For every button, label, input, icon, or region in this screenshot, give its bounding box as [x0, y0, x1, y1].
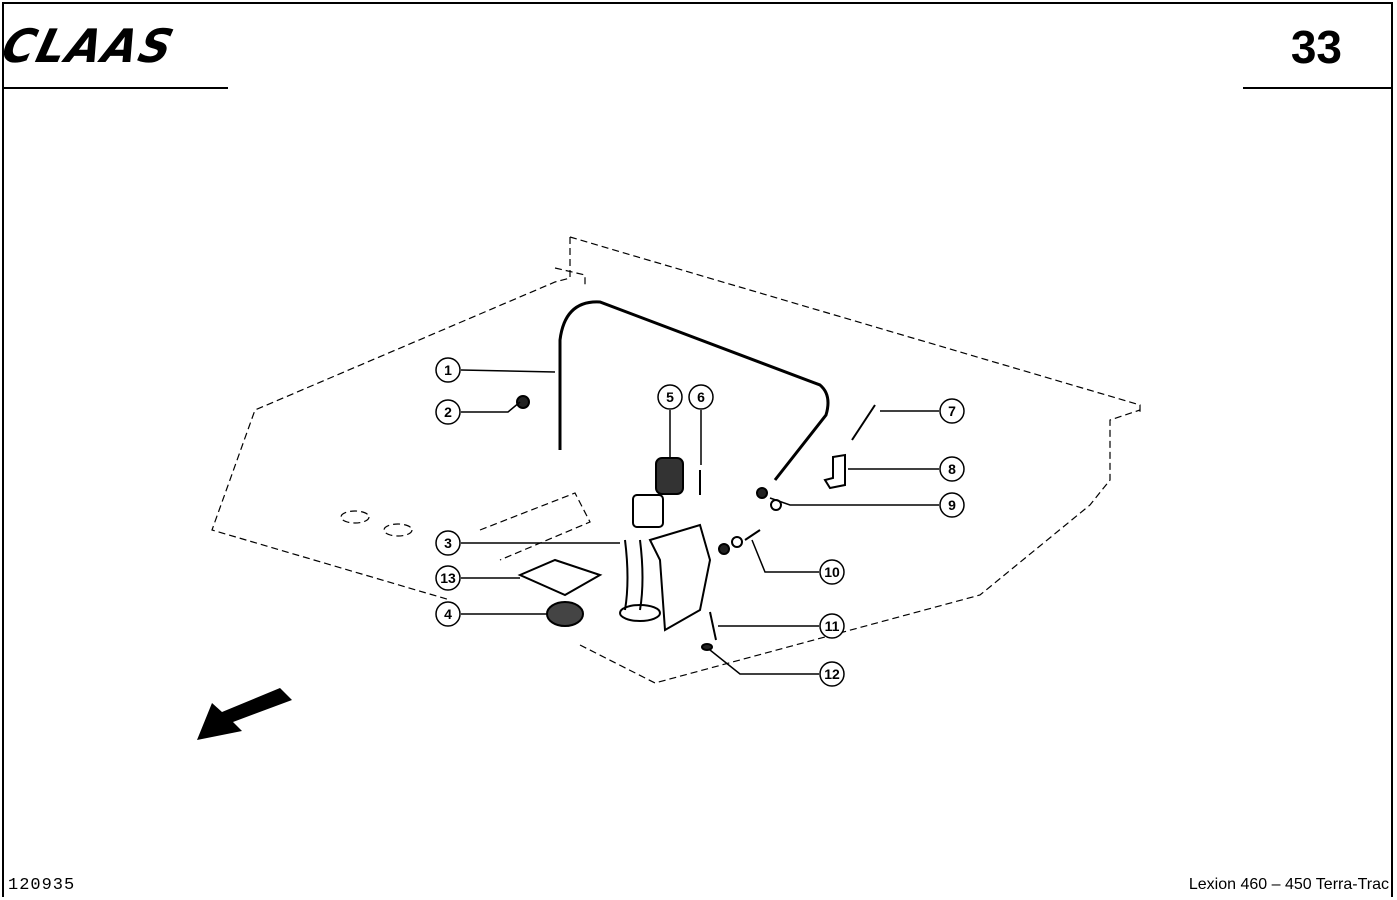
svg-text:9: 9: [948, 497, 956, 513]
callout-7: 7: [939, 398, 965, 424]
cab-floor-outline: [211, 236, 1141, 684]
callout-3: 3: [435, 530, 461, 556]
header-rule-right: [1243, 87, 1393, 89]
svg-text:5: 5: [666, 389, 674, 405]
svg-text:7: 7: [948, 403, 956, 419]
throttle-cable: [558, 300, 830, 481]
callout-2: 2: [435, 399, 461, 425]
page-number: 33: [1290, 21, 1342, 73]
callout-8: 8: [939, 456, 965, 482]
model-label: Lexion 460 – 450 Terra-Trac: [1188, 876, 1389, 893]
callout-12: 12: [819, 661, 845, 687]
svg-text:6: 6: [697, 389, 705, 405]
header-rule-left: [2, 87, 228, 89]
svg-text:12: 12: [824, 666, 840, 682]
svg-text:10: 10: [824, 564, 840, 580]
callout-6: 6: [688, 384, 714, 410]
callout-9: 9: [939, 492, 965, 518]
leader-lines: [460, 369, 939, 675]
callout-1: 1: [435, 357, 461, 383]
svg-text:13: 13: [440, 570, 456, 586]
svg-text:3: 3: [444, 535, 452, 551]
svg-text:2: 2: [444, 404, 452, 420]
pedal-assembly: [516, 395, 876, 651]
callout-4: 4: [435, 601, 461, 627]
callout-11: 11: [819, 613, 845, 639]
svg-text:1: 1: [444, 362, 452, 378]
drawing-number: 120935: [8, 876, 76, 895]
callout-5: 5: [657, 384, 683, 410]
callout-13: 13: [435, 565, 461, 591]
svg-text:8: 8: [948, 461, 956, 477]
callout-10: 10: [819, 559, 845, 585]
svg-text:4: 4: [444, 606, 452, 622]
direction-arrow: [197, 688, 292, 740]
svg-text:11: 11: [825, 618, 840, 634]
